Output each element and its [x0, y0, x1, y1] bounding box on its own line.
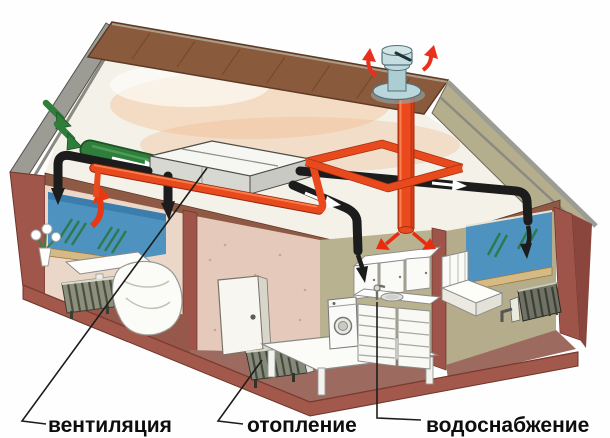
washing-machine: [327, 296, 359, 350]
exterior-wall-right: [572, 214, 592, 348]
heating-duct-main: [89, 162, 327, 215]
bed: [440, 250, 504, 317]
supply-air-arrow-icon: [161, 201, 175, 220]
table-leg: [317, 367, 326, 396]
heating-loop-front: [304, 158, 463, 192]
exhaust-air-arrows: [362, 45, 438, 78]
flow-arrow-icon: [111, 156, 149, 169]
supply-air-arrow-icon: [520, 243, 532, 259]
roof-panel: [86, 21, 450, 115]
heating-drop-stub: [93, 171, 101, 198]
window-right-frame: [465, 210, 553, 227]
flower-vase: [30, 223, 61, 267]
annotations: вентиляция отопление водоснабжение: [20, 167, 589, 437]
supply-duct-right-2: [288, 180, 368, 283]
label-heating: отопление: [247, 414, 357, 437]
label-ventilation: вентиляция: [48, 414, 172, 437]
door-handle: [250, 314, 256, 320]
return-air-arrow: [89, 186, 110, 229]
heating-system: [89, 96, 464, 250]
kitchen-furniture: [327, 246, 442, 370]
return-air-arrowhead-icon: [92, 186, 110, 204]
window-left-glass-hatch: [56, 218, 128, 254]
radiator-right: [500, 282, 562, 323]
room-left-furniture: [30, 223, 183, 336]
warm-air-arrowhead-icon: [376, 238, 390, 250]
leader-ventilation: [20, 167, 208, 425]
flow-arrowhead-icon: [452, 179, 467, 191]
drawer-lines: [398, 319, 430, 359]
floor-right: [446, 330, 576, 379]
flow-arrow-icon: [431, 181, 457, 187]
supply-air-arrow-icon: [356, 266, 368, 283]
leader-water-supply: [376, 302, 422, 421]
ventilation-system: [42, 99, 533, 283]
faucet: [373, 284, 386, 300]
radiator-pipe: [500, 307, 513, 322]
wall-speckles: [208, 243, 307, 342]
supply-air-arrow-icon: [51, 188, 65, 205]
door: [217, 275, 272, 356]
upper-cabinet-door: [405, 256, 431, 292]
heating-loop-back: [305, 140, 464, 172]
exhaust-arrowhead-icon: [362, 48, 376, 62]
kitchen-cabinet-right: [397, 307, 431, 370]
left-roof-inner-edge: [30, 42, 116, 181]
slab-edge-line: [22, 284, 579, 403]
right-roof-rake: [446, 80, 598, 228]
upper-cabinet-door: [379, 259, 405, 296]
room-right-furniture: [440, 250, 562, 323]
intake-arrowhead-icon: [66, 132, 83, 151]
vent-cap-slot: [394, 51, 412, 62]
exhaust-arrowhead-icon: [424, 45, 438, 59]
flow-arrowhead-icon: [324, 196, 341, 209]
fresh-air-intake-arrows: [42, 99, 83, 151]
label-water-supply: водоснабжение: [426, 414, 589, 437]
armchair: [112, 260, 183, 336]
leader-heating: [216, 359, 263, 425]
vent-cap-top: [381, 45, 413, 56]
window-left-top: [48, 192, 166, 221]
heating-riser: [397, 96, 415, 234]
warm-air-arrows: [376, 231, 436, 250]
table-leg: [267, 349, 276, 378]
warm-air-arrowhead-icon: [422, 238, 436, 250]
roof-vent: [362, 45, 438, 104]
kitchen-sink-basin: [385, 294, 399, 300]
supply-duct-right-1: [295, 166, 533, 259]
